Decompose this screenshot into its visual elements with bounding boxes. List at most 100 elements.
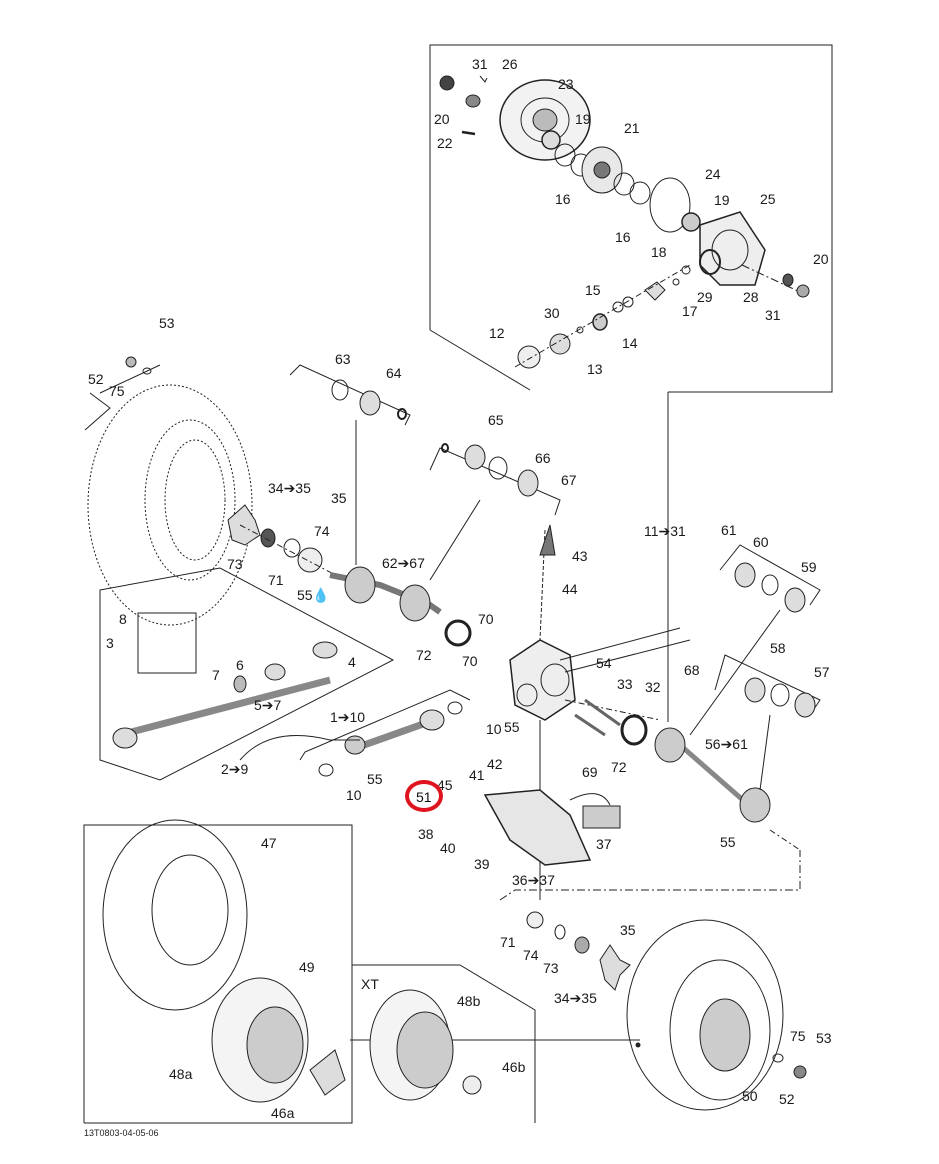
skid-plate <box>485 790 620 865</box>
pinion-parts <box>515 265 690 368</box>
part-label: 69 <box>582 764 598 780</box>
part-label: 37 <box>596 836 612 852</box>
part-label: 24 <box>705 166 721 182</box>
part-label: 6 <box>236 657 244 673</box>
kit-box-63-64 <box>290 365 410 565</box>
oil-drop-icon: 💧 <box>312 587 330 603</box>
part-label: 14 <box>622 335 638 351</box>
part-label: 39 <box>474 856 490 872</box>
right-axle-shaft <box>655 545 820 850</box>
part-label: 36➔37 <box>512 872 555 888</box>
part-label: 53 <box>816 1030 832 1046</box>
part-label: 74 <box>314 523 330 539</box>
part-label: 19 <box>575 111 591 127</box>
part-label: 7 <box>212 667 220 683</box>
part-label: 42 <box>487 756 503 772</box>
part-label: 22 <box>437 135 453 151</box>
kit-box-65-67 <box>430 444 560 580</box>
part-label: 55 <box>297 587 313 603</box>
part-label: 50 <box>742 1088 758 1104</box>
part-label: 55 <box>504 719 520 735</box>
part-label: 55 <box>367 771 383 787</box>
part-label: 29 <box>697 289 713 305</box>
part-label: 67 <box>561 472 577 488</box>
part-label: 3 <box>106 635 114 651</box>
diff-housing-part <box>700 212 809 297</box>
highlight-circle <box>405 780 443 812</box>
part-label: 26 <box>502 56 518 72</box>
part-label: 17 <box>682 303 698 319</box>
part-label: 62➔67 <box>382 555 425 571</box>
part-label: 11➔31 <box>644 523 686 539</box>
part-label: 59 <box>801 559 817 575</box>
part-label: 32 <box>645 679 661 695</box>
part-label: 66 <box>535 450 551 466</box>
part-label: 44 <box>562 581 578 597</box>
part-label: 23 <box>558 76 574 92</box>
part-label: 47 <box>261 835 277 851</box>
part-label: 53 <box>159 315 175 331</box>
part-label: 30 <box>544 305 560 321</box>
part-label: 8 <box>119 611 127 627</box>
left-wheel-bracket <box>85 357 160 430</box>
part-label: 19 <box>714 192 730 208</box>
part-label: 71 <box>268 572 284 588</box>
part-label: 64 <box>386 365 402 381</box>
part-label: 61 <box>721 522 737 538</box>
differential-detail-box <box>430 45 832 722</box>
part-label: 71 <box>500 934 516 950</box>
part-label: 31 <box>472 56 488 72</box>
left-rear-tire <box>88 385 252 625</box>
xt-variant-box <box>352 965 535 1123</box>
part-label: 33 <box>617 676 633 692</box>
part-label: 70 <box>462 653 478 669</box>
part-label: 2➔9 <box>221 761 249 777</box>
part-label: 25 <box>760 191 776 207</box>
part-label: 73 <box>543 960 559 976</box>
part-label: 75 <box>109 383 125 399</box>
part-label: 43 <box>572 548 588 564</box>
part-label: 1➔10 <box>330 709 366 725</box>
part-label: 34➔35 <box>554 990 597 1006</box>
front-prop-shaft <box>240 690 470 776</box>
part-label: 56➔61 <box>705 736 748 752</box>
part-label: 15 <box>585 282 601 298</box>
part-label: 49 <box>299 959 315 975</box>
part-label: 18 <box>651 244 667 260</box>
part-label: 75 <box>790 1028 806 1044</box>
bearings-shims <box>542 131 700 232</box>
part-label: 46b <box>502 1059 526 1075</box>
part-label: 55 <box>720 834 736 850</box>
drive-shaft-box <box>100 568 393 780</box>
part-label: 21 <box>624 120 640 136</box>
part-label: 31 <box>765 307 781 323</box>
reference-code: 13T0803-04-05-06 <box>84 1128 159 1138</box>
left-hub-parts <box>228 505 345 580</box>
part-label: 20 <box>434 111 450 127</box>
part-label: 5➔7 <box>254 697 282 713</box>
part-label: 68 <box>684 662 700 678</box>
part-label: 72 <box>611 759 627 775</box>
part-label: 74 <box>523 947 539 963</box>
part-label: 72 <box>416 647 432 663</box>
part-label: 57 <box>814 664 830 680</box>
part-label: 10 <box>486 721 502 737</box>
part-label: 4 <box>348 654 356 670</box>
part-label: 52 <box>779 1091 795 1107</box>
part-label: 63 <box>335 351 351 367</box>
right-rear-tire <box>527 912 806 1110</box>
part-label: 73 <box>227 556 243 572</box>
part-label: 20 <box>813 251 829 267</box>
part-label: 52 <box>88 371 104 387</box>
part-label: 28 <box>743 289 759 305</box>
diff-cover-part <box>440 76 590 160</box>
part-label: 48a <box>169 1066 193 1082</box>
part-label: 35 <box>620 922 636 938</box>
wheel-detail-box <box>84 820 352 1123</box>
part-label: 41 <box>469 767 485 783</box>
part-label: 13 <box>587 361 603 377</box>
part-label: 46a <box>271 1105 295 1121</box>
part-label: 12 <box>489 325 505 341</box>
